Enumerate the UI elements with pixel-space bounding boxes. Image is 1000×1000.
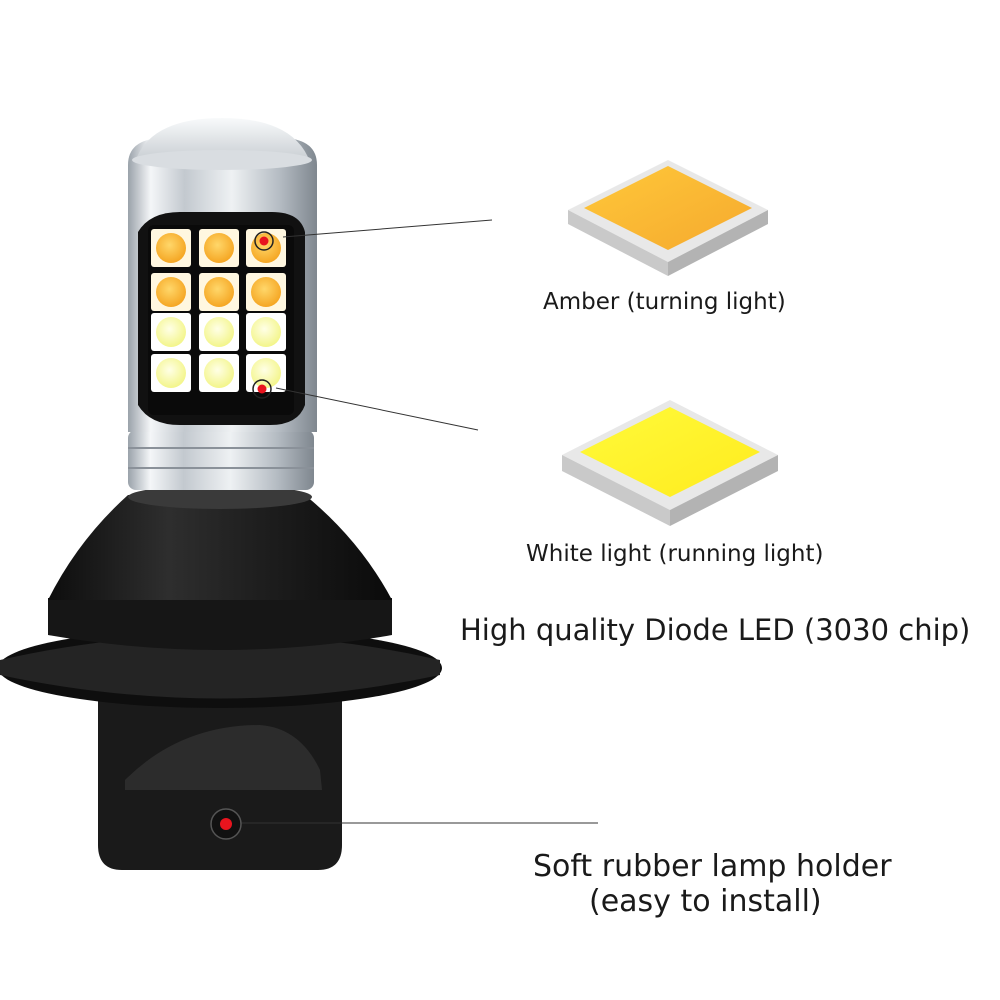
amber-led: [251, 277, 281, 307]
callout-marker-amber: [254, 231, 274, 251]
white-led: [156, 317, 186, 347]
holder-caption: Soft rubber lamp holder (easy to install…: [533, 849, 892, 919]
amber-caption: Amber (turning light): [543, 289, 786, 315]
holder-caption-line1: Soft rubber lamp holder: [533, 849, 892, 884]
amber-chip-illustration: [568, 160, 768, 276]
led-grid: [151, 229, 286, 392]
amber-led: [204, 277, 234, 307]
amber-led: [204, 233, 234, 263]
callout-marker-holder: [210, 808, 242, 840]
white-led: [204, 317, 234, 347]
white-led: [251, 317, 281, 347]
rubber-lamp-holder: [0, 485, 442, 870]
amber-led: [156, 277, 186, 307]
callout-lines: [240, 219, 598, 824]
amber-led: [156, 233, 186, 263]
callout-marker-white: [252, 379, 272, 399]
chip-caption: High quality Diode LED (3030 chip): [460, 613, 971, 647]
white-led: [204, 358, 234, 388]
white-chip-illustration: [562, 400, 778, 526]
white-caption: White light (running light): [526, 541, 824, 567]
holder-caption-line2: (easy to install): [589, 883, 822, 919]
white-led: [156, 358, 186, 388]
